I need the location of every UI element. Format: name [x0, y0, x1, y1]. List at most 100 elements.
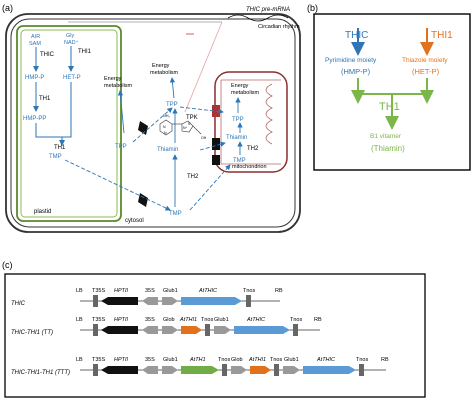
panel-a-label: (a)	[2, 3, 13, 13]
mol-s: S	[188, 122, 191, 126]
part-atthi1-arrow	[181, 326, 202, 334]
arrow-thiamin-cytosol-mito	[199, 141, 226, 151]
part-tnos: Tnos	[243, 288, 255, 294]
energy-plastid-1: Energy	[104, 76, 122, 82]
part-35s-arrow	[142, 326, 158, 334]
part-lb: LB	[76, 357, 83, 363]
arrow-to-tmp-plastid	[35, 82, 72, 145]
energy-mito-2: metabolism	[231, 90, 260, 96]
part-glub1: Glub1	[163, 357, 178, 363]
part-glob-arrow	[231, 366, 247, 374]
part-t35s: T35S	[92, 288, 105, 294]
tmp-cytosol-label: TMP	[169, 211, 182, 217]
part-atthic: AtTHIC	[316, 357, 335, 363]
part-glob: Glob	[163, 317, 175, 323]
thic-b-label: THIC	[345, 30, 368, 41]
mitochondrion-label: mitochondrion	[232, 164, 267, 170]
cell-outer-wall	[5, 13, 301, 233]
transporter-mito-tmp	[212, 155, 220, 165]
cell-inner-wall	[10, 18, 296, 228]
th2-mito-label: TH2	[247, 146, 259, 152]
construct-row-thic: THIC LB T35S HPTII 35S Glub1 AtTHIC Tnos…	[11, 288, 283, 307]
het-p-label: HET-P	[63, 75, 81, 81]
part-tnos: Tnos	[201, 317, 213, 323]
tmp-plastid-label: TMP	[49, 154, 62, 160]
mol-oh: OH	[201, 136, 207, 140]
hmp-p-label: HMP-P	[25, 75, 44, 81]
part-lb: LB	[76, 288, 83, 294]
panel-c-box	[4, 273, 426, 398]
tpp-cytosol-label: TPP	[166, 102, 178, 108]
energy-cytosol-2: metabolism	[150, 70, 179, 76]
transporter-mito-thiamin	[212, 138, 220, 150]
part-glub1: Glub1	[163, 288, 178, 294]
part-tnos3: Tnos	[356, 357, 368, 363]
part-t35s-box	[93, 324, 98, 336]
part-atthi1: AtTHI1	[179, 317, 197, 323]
part-atthic-arrow	[303, 366, 356, 374]
part-glub1: Glub1	[214, 317, 229, 323]
energy-plastid-2: metabolism	[104, 83, 133, 89]
th1-b-label: TH1	[379, 101, 400, 113]
circadian-label: Circadian rhythm	[258, 24, 300, 30]
tmp-mito-label: TMP	[233, 158, 246, 164]
th1-enzyme-b: TH1	[54, 145, 66, 151]
part-glub1-arrow	[214, 326, 231, 334]
part-glob-arrow	[162, 326, 178, 334]
part-hptii: HPTII	[114, 288, 129, 294]
sam-label: SAM	[29, 41, 41, 47]
part-hptii-arrow	[101, 297, 138, 305]
part-glub1b: Glub1	[284, 357, 299, 363]
pyrimidine-moiety-label: Pyrimidine moiety	[325, 57, 377, 64]
transporter-plastid-tmp	[138, 193, 148, 207]
transporter-plastid-tpp	[138, 121, 148, 135]
part-rb: RB	[381, 357, 389, 363]
thiamin-b-label: (Thiamin)	[371, 144, 405, 153]
thi1-enzyme-a: THI1	[78, 49, 92, 55]
arrow-tpp-energy-plastid	[117, 90, 125, 134]
part-lb: LB	[76, 317, 83, 323]
thiamin-mito-label: Thiamin	[226, 135, 247, 141]
part-tnos3-box	[359, 364, 364, 376]
part-hptii: HPTII	[114, 317, 129, 323]
inhibition-line	[184, 21, 223, 113]
energy-mito-1: Energy	[231, 83, 249, 89]
thi1-b-label: THI1	[431, 30, 453, 41]
panel-b-label: (b)	[307, 3, 318, 13]
tpp-plastid-label: TPP	[115, 144, 127, 150]
thiamin-cytosol-label: Thiamin	[157, 147, 178, 153]
part-hptii: HPTII	[114, 357, 129, 363]
part-tnos-box	[205, 324, 210, 336]
part-rb: RB	[314, 317, 322, 323]
panel-c-label: (c)	[2, 260, 13, 270]
part-glob: Glob	[231, 357, 243, 363]
construct-row-tt: THIC-THI1 (TT) LB T35S HPTII 35S Glob At…	[11, 317, 322, 336]
part-tnos-box	[222, 364, 227, 376]
mitochondrion-outer	[214, 71, 288, 173]
part-hptii-arrow	[101, 326, 138, 334]
part-tnos2-box	[274, 364, 279, 376]
construct-name: THIC	[11, 301, 26, 307]
panel-b: (b) THIC THI1 Pyrimidine moiety (HMP-P) …	[307, 3, 471, 171]
part-glub1-arrow	[162, 366, 178, 374]
part-tnos2: Tnos	[270, 357, 282, 363]
part-35s-arrow	[142, 297, 158, 305]
part-atthi1-arrow	[250, 366, 271, 374]
part-t35s: T35S	[92, 357, 105, 363]
part-35s: 35S	[145, 317, 155, 323]
part-35s-arrow	[142, 366, 158, 374]
part-atth1: AtTH1	[189, 357, 206, 363]
construct-name: THIC-THI1 (TT)	[11, 330, 53, 336]
part-atth1-arrow	[181, 366, 219, 374]
part-glub1-arrow	[162, 297, 178, 305]
pre-mrna-squiggle	[227, 14, 289, 22]
part-atthic: AtTHIC	[246, 317, 265, 323]
part-atthi1: AtTHI1	[248, 357, 266, 363]
gly-label: Gly	[66, 33, 75, 39]
arrow-tpp-cytosol-mito	[179, 106, 224, 115]
panel-c: (c) THIC LB T35S HPTII 35S Glub1 AtTHIC …	[2, 260, 426, 398]
mol-n2: N	[164, 131, 167, 135]
mitochondrion-inner-membrane	[220, 79, 281, 165]
part-hptii-arrow	[101, 366, 138, 374]
